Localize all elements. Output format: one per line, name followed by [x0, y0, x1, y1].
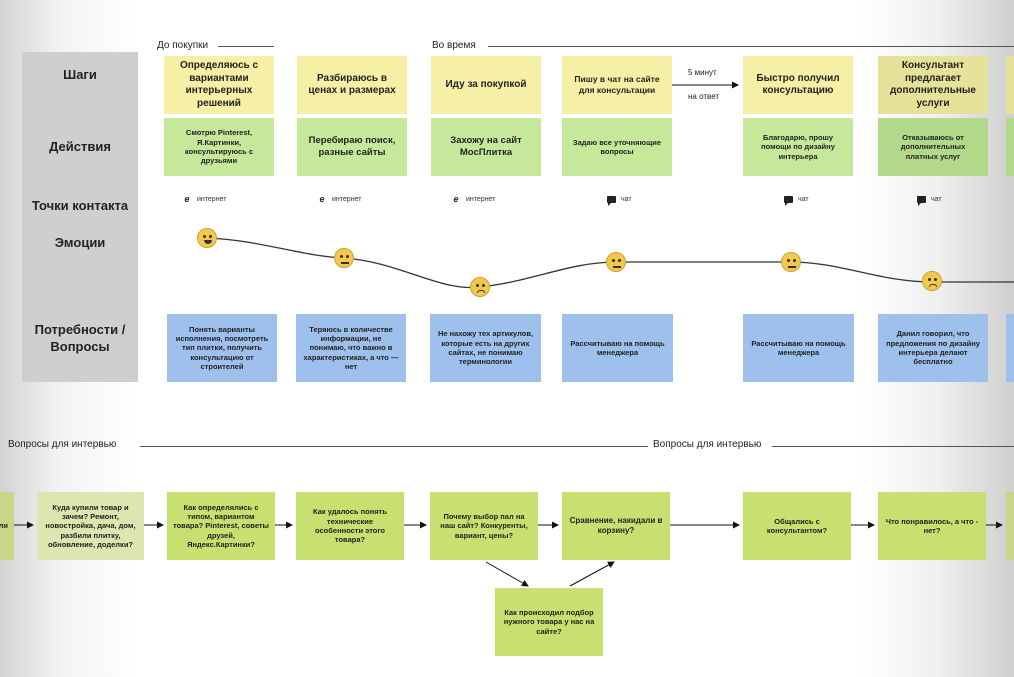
chat-icon [916, 194, 926, 206]
need-card-cutoff [1006, 314, 1014, 382]
touchpoint: e интернет [451, 192, 495, 206]
touchpoint: чат [916, 192, 942, 206]
touchpoint: чат [783, 192, 809, 206]
emotion-sad-icon [922, 271, 942, 291]
action-card-cutoff [1006, 118, 1014, 176]
interview-label: Вопросы для интервью [653, 439, 762, 450]
touchpoint-label: чат [621, 195, 632, 203]
internet-icon: e [319, 194, 325, 204]
question-card[interactable]: Общались с консультантом? [743, 492, 851, 560]
question-card[interactable]: Сравнение, накидали в корзину? [562, 492, 670, 560]
step-card[interactable]: Определяюсь с вариантами интерьерных реш… [164, 56, 274, 114]
need-card[interactable]: Рассчитываю на помощь менеджера [743, 314, 854, 382]
row-label-needs: Потребности / Вопросы [34, 322, 126, 354]
row-label-column [22, 52, 138, 382]
branch-arrow-down [485, 561, 529, 587]
emotion-neutral-icon [334, 248, 354, 268]
touchpoint-label: чат [798, 195, 809, 203]
emotion-happy-icon [197, 228, 217, 248]
step-card[interactable]: Иду за покупкой [431, 56, 541, 114]
question-card-cutoff [1006, 492, 1014, 560]
phase-line-before [218, 46, 274, 47]
step-card[interactable]: Пишу в чат на сайте для консультации [562, 56, 672, 114]
internet-icon: e [453, 194, 459, 204]
interview-label: Вопросы для интервью [8, 439, 117, 450]
row-label-steps: Шаги [63, 67, 97, 82]
step-card[interactable]: Быстро получил консультацию [743, 56, 853, 114]
chat-icon [606, 194, 616, 206]
chat-icon [783, 194, 793, 206]
row-label-actions: Действия [49, 139, 111, 154]
phase-label-before: До покупки [157, 40, 209, 51]
phase-line-during [488, 46, 1014, 47]
step-arrow-label-top: 5 минут [688, 68, 717, 77]
question-card[interactable]: Что понравилось, а что - нет? [878, 492, 986, 560]
interview-line-right [772, 446, 1014, 447]
touchpoint: e интернет [182, 192, 226, 206]
step-card[interactable]: Консультант предлагает дополнительные ус… [878, 56, 988, 114]
question-card-cutoff: ли [0, 492, 14, 560]
touchpoint: e интернет [317, 192, 361, 206]
step-card-cutoff [1006, 56, 1014, 114]
question-card-branch[interactable]: Как происходил подбор нужного товара у н… [495, 588, 603, 656]
question-card[interactable]: Куда купили товар и зачем? Ремонт, новос… [37, 492, 144, 560]
question-card[interactable]: Как удалось понять технические особеннос… [296, 492, 404, 560]
touchpoint-label: интернет [197, 195, 227, 203]
action-card[interactable]: Захожу на сайт МосПлитка [431, 118, 541, 176]
emotion-neutral-icon [606, 252, 626, 272]
question-card[interactable]: Почему выбор пал на наш сайт? Конкуренты… [430, 492, 538, 560]
emotion-neutral-icon [781, 252, 801, 272]
need-card[interactable]: Не нахожу тех артикулов, которые есть на… [430, 314, 541, 382]
row-label-touchpoints: Точки контакта [31, 198, 129, 213]
need-card[interactable]: Теряюсь в количестве информации, не пони… [296, 314, 406, 382]
action-card[interactable]: Смотрю Pinterest, Я.Картинки, консультир… [164, 118, 274, 176]
branch-arrow-up [569, 561, 615, 587]
internet-icon: e [184, 194, 190, 204]
interview-line-left [140, 446, 648, 447]
action-card[interactable]: Перебираю поиск, разные сайты [297, 118, 407, 176]
touchpoint-label: чат [931, 195, 942, 203]
row-label-emotions: Эмоции [54, 235, 106, 250]
phase-label-during: Во время [432, 40, 476, 51]
action-card[interactable]: Отказываюсь от дополнительных платных ус… [878, 118, 988, 176]
touchpoint-label: интернет [332, 195, 362, 203]
need-card[interactable]: Понять варианты исполнения, посмотреть т… [167, 314, 277, 382]
touchpoint: чат [606, 192, 632, 206]
step-arrow-label-bottom: на ответ [688, 92, 720, 101]
action-card[interactable]: Благодарю, прошу помощи по дизайну интер… [743, 118, 853, 176]
touchpoint-label: интернет [466, 195, 496, 203]
emotion-sad-icon [470, 277, 490, 297]
step-card[interactable]: Разбираюсь в ценах и размерах [297, 56, 407, 114]
action-card[interactable]: Задаю все уточняющие вопросы [562, 118, 672, 176]
question-card[interactable]: Как определялись с типом, вариантом това… [167, 492, 275, 560]
need-card[interactable]: Рассчитываю на помощь менеджера [562, 314, 673, 382]
need-card[interactable]: Данил говорил, что предложения по дизайн… [878, 314, 988, 382]
